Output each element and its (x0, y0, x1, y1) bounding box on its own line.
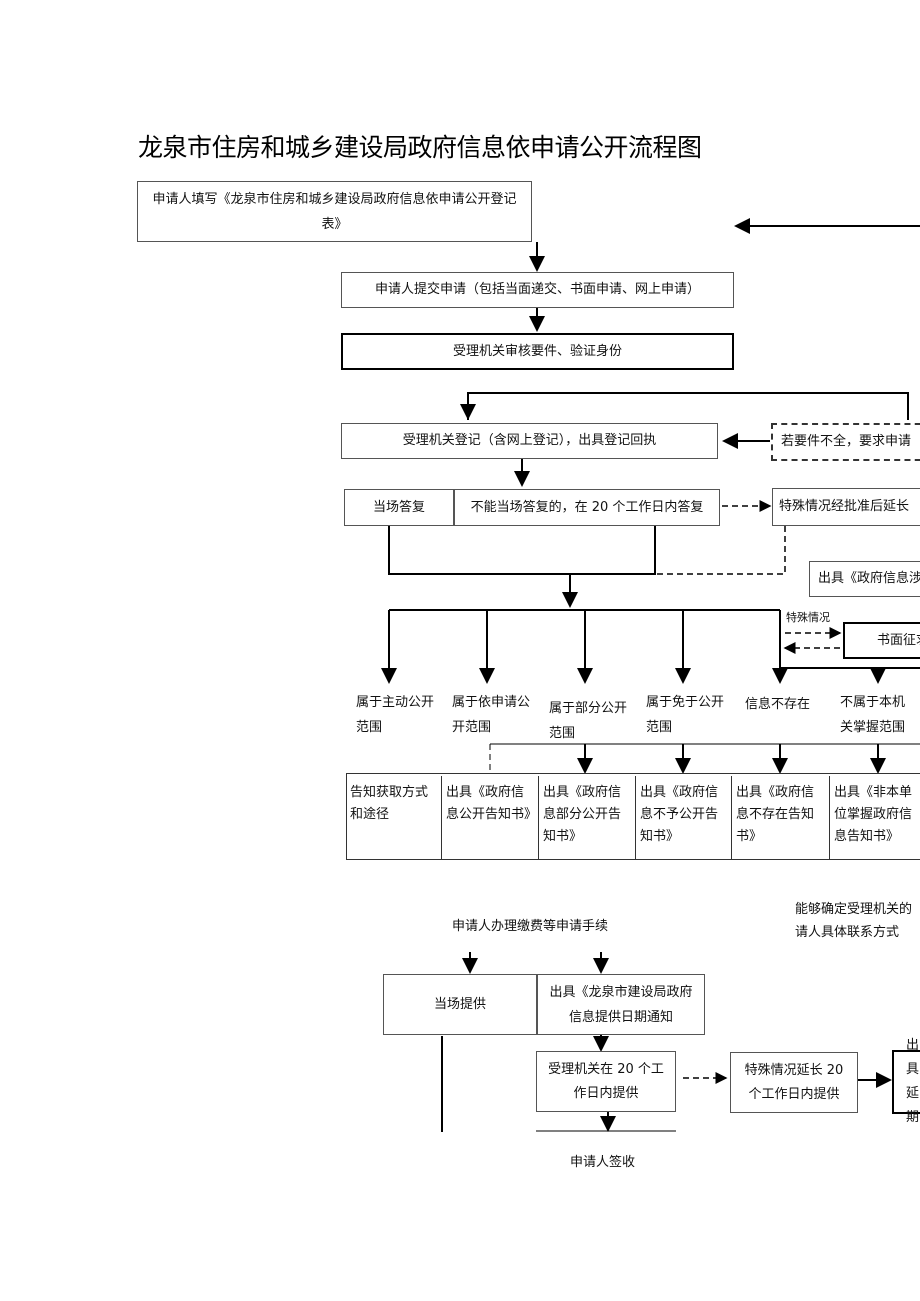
outcome-access-guide: 告知获取方式和途径 (350, 785, 429, 822)
written-consult-step: 书面征求 (843, 622, 920, 659)
written-consult-label: 书面征求 (877, 632, 920, 648)
category-active: 属于主动公开范围 (356, 695, 435, 735)
fill-form-label: 申请人填写《龙泉市住房和城乡建设局政府信息依申请公开登记表》 (152, 191, 517, 232)
reply-20days-label: 不能当场答复的，在 20 个工作日内答复 (470, 499, 704, 515)
provide-20-step: 受理机关在 20 个工作日内提供 (536, 1051, 676, 1112)
date-notice-step: 出具《龙泉市建设局政府信息提供日期通知 (537, 974, 705, 1035)
category-nonexistent: 信息不存在 (745, 697, 811, 712)
extend-20-step: 特殊情况延长 20 个工作日内提供 (730, 1052, 858, 1113)
outcome-partial-notice: 出具《政府信息部分公开告知书》 (538, 776, 634, 860)
extension-step: 特殊情况经批准后延长 (772, 488, 920, 526)
reply-now-step: 当场答复 (344, 489, 454, 526)
provide-now-label: 当场提供 (433, 996, 486, 1012)
issue-notice-label: 出具《政府信息涉 (818, 571, 920, 586)
outcome-nonexistent-notice: 出具《政府信息不存在告知书》 (731, 776, 828, 860)
sign-label: 申请人签收 (570, 1155, 636, 1170)
incomplete-label: 若要件不全，要求申请 (781, 434, 912, 449)
outcome-disclosure-notice: 出具《政府信息公开告知书》 (441, 776, 537, 860)
category-partial: 属于部分公开范围 (549, 701, 628, 741)
incomplete-step: 若要件不全，要求申请 (771, 423, 920, 461)
issue-extend-step: 出具延期 (892, 1038, 920, 1125)
submit-step: 申请人提交申请（包括当面递交、书面申请、网上申请） (341, 272, 734, 308)
register-step: 受理机关登记（含网上登记），出具登记回执 (341, 423, 718, 459)
extend-20-label: 特殊情况延长 20 个工作日内提供 (744, 1062, 844, 1102)
contact-line-2: 请人具体联系方式 (795, 925, 900, 940)
category-on-request: 属于依申请公开范围 (452, 695, 531, 735)
submit-label: 申请人提交申请（包括当面递交、书面申请、网上申请） (374, 282, 700, 297)
outcome-not-held-notice: 出具《非本单位掌握政府信息告知书》 (829, 776, 919, 860)
issue-extend-label: 出具延期 (906, 1038, 920, 1125)
category-exempt: 属于免于公开范围 (646, 695, 725, 735)
page-title: 龙泉市住房和城乡建设局政府信息依申请公开流程图 (138, 133, 702, 162)
outcome-refusal-notice: 出具《政府信息不予公开告知书》 (635, 776, 731, 860)
fee-label: 申请人办理缴费等申请手续 (452, 919, 609, 934)
date-notice-label: 出具《龙泉市建设局政府信息提供日期通知 (549, 984, 693, 1025)
register-label: 受理机关登记（含网上登记），出具登记回执 (402, 433, 657, 448)
provide-20-label: 受理机关在 20 个工作日内提供 (548, 1061, 664, 1101)
category-not-held: 不属于本机关掌握范围 (840, 695, 906, 735)
contact-line-1: 能够确定受理机关的 (795, 902, 913, 917)
review-step: 受理机关审核要件、验证身份 (341, 333, 734, 370)
fill-form-step: 申请人填写《龙泉市住房和城乡建设局政府信息依申请公开登记表》 (137, 181, 532, 242)
special-case-label: 特殊情况 (786, 611, 830, 624)
extension-label: 特殊情况经批准后延长 (779, 499, 910, 514)
issue-notice-step: 出具《政府信息涉 (809, 561, 920, 597)
reply-now-label: 当场答复 (372, 499, 425, 515)
review-label: 受理机关审核要件、验证身份 (452, 343, 622, 359)
reply-20days-step: 不能当场答复的，在 20 个工作日内答复 (454, 489, 720, 526)
provide-now-step: 当场提供 (383, 974, 537, 1035)
